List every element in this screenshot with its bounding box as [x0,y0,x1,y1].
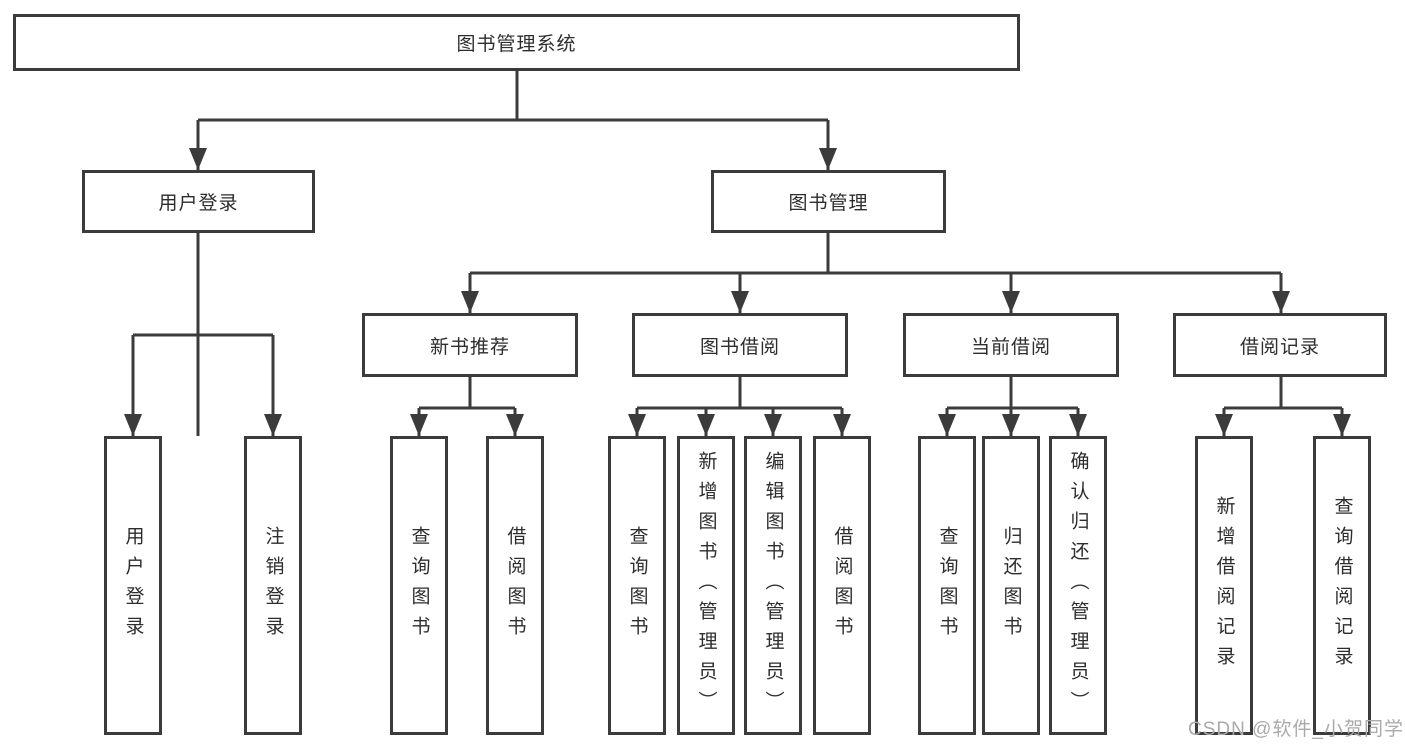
leaf-borrow-books: 借阅图书 [813,436,871,735]
node-label: 图书借阅 [699,336,780,358]
leaf-label: 查询图书 [936,525,958,646]
leaf-add-borrow-record: 新增借阅记录 [1195,436,1253,735]
leaf-label: 用户登录 [122,525,144,646]
arrow-down-icon [124,414,142,436]
leaf-label: 查询图书 [626,525,648,646]
leaf-return-book: 归还图书 [982,436,1040,735]
leaf-edit-book-admin: 编辑图书（管理员） [744,436,802,735]
node-label: 新书推荐 [429,336,510,358]
watermark: CSDN @软件_小贺同学 [1188,719,1404,740]
node-label: 用户登录 [158,193,239,214]
arrow-down-icon [938,414,956,436]
connector-mgmt-to-level3 [468,233,1283,313]
node-current-borrowing: 当前借阅 [903,313,1119,377]
connector-login-to-leaves [131,233,275,436]
connector-root-to-level2 [196,70,830,436]
leaf-confirm-return-admin: 确认归还（管理员） [1049,436,1107,735]
arrow-down-icon [1215,414,1233,436]
arrow-down-icon [764,414,782,436]
leaf-query-books: 查询图书 [918,436,976,735]
arrow-down-icon [189,148,207,170]
leaf-label: 新增借阅记录 [1213,495,1235,676]
arrow-down-icon [819,148,837,170]
leaf-label: 注销登录 [262,525,284,646]
arrow-down-icon [410,414,428,436]
leaf-add-book-admin: 新增图书（管理员） [677,436,735,735]
node-library-management-system: 图书管理系统 [13,14,1020,71]
node-book-management: 图书管理 [711,170,946,233]
leaf-query-books: 查询图书 [390,436,448,735]
leaf-label: 编辑图书（管理员） [762,450,784,721]
leaf-query-books: 查询图书 [608,436,666,735]
node-new-book-recommendation: 新书推荐 [362,313,578,377]
leaf-label: 确认归还（管理员） [1067,450,1089,721]
arrow-down-icon [628,414,646,436]
leaf-user-login: 用户登录 [104,436,162,735]
arrow-down-icon [731,291,749,313]
node-label: 当前借阅 [970,336,1051,358]
arrow-down-icon [1002,291,1020,313]
leaf-label: 借阅图书 [504,525,526,646]
arrow-down-icon [1333,414,1351,436]
connector-recommend-to-leaves [417,377,517,436]
leaf-borrow-books: 借阅图书 [486,436,544,735]
leaf-label: 查询借阅记录 [1331,495,1353,676]
node-user-login: 用户登录 [82,170,315,233]
node-label: 借阅记录 [1239,336,1320,358]
arrow-down-icon [1069,414,1087,436]
arrow-down-icon [1272,291,1290,313]
arrow-down-icon [1002,414,1020,436]
arrowheads [124,148,1351,436]
leaf-logout: 注销登录 [244,436,302,735]
leaf-label: 借阅图书 [831,525,853,646]
arrow-down-icon [697,414,715,436]
node-borrowing-records: 借阅记录 [1173,313,1387,377]
leaf-query-borrow-record: 查询借阅记录 [1313,436,1371,735]
leaf-label: 新增图书（管理员） [695,450,717,721]
arrow-down-icon [506,414,524,436]
node-label: 图书管理系统 [456,34,577,55]
node-book-borrowing: 图书借阅 [632,313,848,377]
arrow-down-icon [264,414,282,436]
node-label: 图书管理 [788,193,869,214]
leaf-label: 查询图书 [408,525,430,646]
connector-records-to-leaves [1222,377,1344,436]
connector-borrow-to-leaves [635,377,844,436]
arrow-down-icon [461,291,479,313]
leaf-label: 归还图书 [1000,525,1022,646]
arrow-down-icon [833,414,851,436]
